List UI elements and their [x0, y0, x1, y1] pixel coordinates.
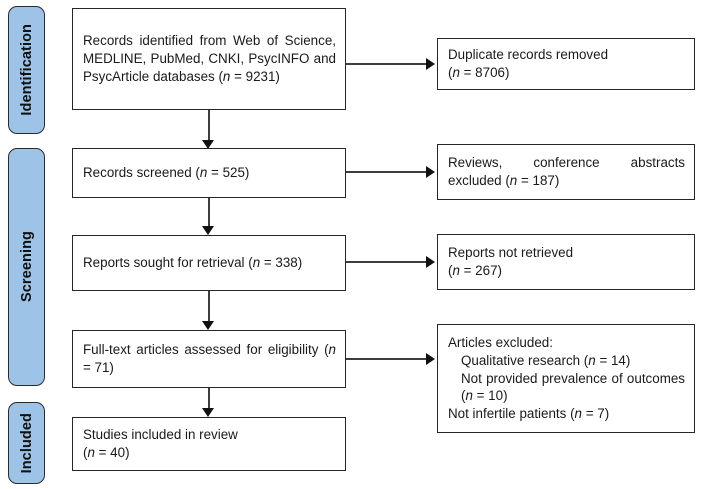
arrow-down-icon-sought [202, 226, 214, 235]
connector-identified-to-screened [208, 110, 210, 142]
box-records-identified: Records identified from Web of Science, … [72, 8, 346, 110]
arrow-right-icon-reviews-excluded [426, 166, 435, 178]
box-fulltext-assessed: Full-text articles assessed for eligibil… [72, 330, 346, 388]
box-articles-excluded: Articles excluded: Qualitative research … [437, 324, 695, 433]
connector-screened-to-reviews-excluded [346, 171, 428, 173]
stage-tab-included-label: Included [18, 412, 35, 474]
box-articles-excluded-item-2: Not provided prevalence of outcomes (n =… [461, 370, 685, 404]
box-reports-sought-text: Reports sought for retrieval (n = 338) [83, 255, 303, 271]
connector-identified-to-duplicates [346, 63, 428, 65]
connector-sought-to-not-retrieved [346, 261, 428, 263]
arrow-down-icon-fulltext [202, 321, 214, 330]
stage-tab-screening: Screening [8, 148, 45, 386]
box-reports-sought: Reports sought for retrieval (n = 338) [72, 235, 346, 291]
box-records-identified-text: Records identified from Web of Science, … [83, 33, 336, 84]
box-articles-excluded-heading: Articles excluded: [448, 334, 553, 350]
box-studies-included-count: (n = 40) [83, 445, 130, 460]
arrow-down-icon-screened [202, 140, 214, 149]
stage-tab-identification: Identification [8, 6, 45, 134]
box-reviews-excluded: Reviews, conference abstracts excluded (… [437, 144, 695, 200]
box-fulltext-assessed-text: Full-text articles assessed for eligibil… [83, 342, 336, 375]
stage-tab-screening-label: Screening [18, 231, 35, 303]
arrow-right-icon-articles-excluded [426, 353, 435, 365]
connector-screened-to-sought [208, 198, 210, 227]
box-articles-excluded-item-3: Not infertile patients (n = 7) [448, 406, 610, 422]
box-records-screened-text: Records screened (n = 525) [83, 165, 250, 181]
connector-fulltext-to-included [208, 388, 210, 410]
box-reports-not-retrieved: Reports not retrieved (n = 267) [437, 234, 695, 290]
box-reports-not-retrieved-count: (n = 267) [448, 263, 502, 278]
box-records-screened: Records screened (n = 525) [72, 148, 346, 198]
arrow-down-icon-included [202, 408, 214, 417]
box-duplicates-removed: Duplicate records removed (n = 8706) [437, 38, 695, 90]
connector-fulltext-to-articles-excluded [346, 358, 428, 360]
stage-tab-identification-label: Identification [18, 24, 35, 116]
arrow-right-icon-not-retrieved [426, 256, 435, 268]
stage-tab-included: Included [8, 402, 45, 484]
box-articles-excluded-item-1: Qualitative research (n = 14) [461, 352, 631, 368]
box-reports-not-retrieved-line1: Reports not retrieved [448, 245, 574, 261]
box-duplicates-removed-line1: Duplicate records removed [448, 47, 609, 63]
arrow-right-icon-duplicates [426, 58, 435, 70]
box-studies-included: Studies included in review (n = 40) [72, 417, 346, 471]
box-studies-included-line1: Studies included in review [83, 427, 238, 443]
connector-sought-to-fulltext [208, 291, 210, 322]
box-duplicates-removed-count: (n = 8706) [448, 65, 510, 80]
box-reviews-excluded-text: Reviews, conference abstracts excluded (… [448, 155, 685, 188]
